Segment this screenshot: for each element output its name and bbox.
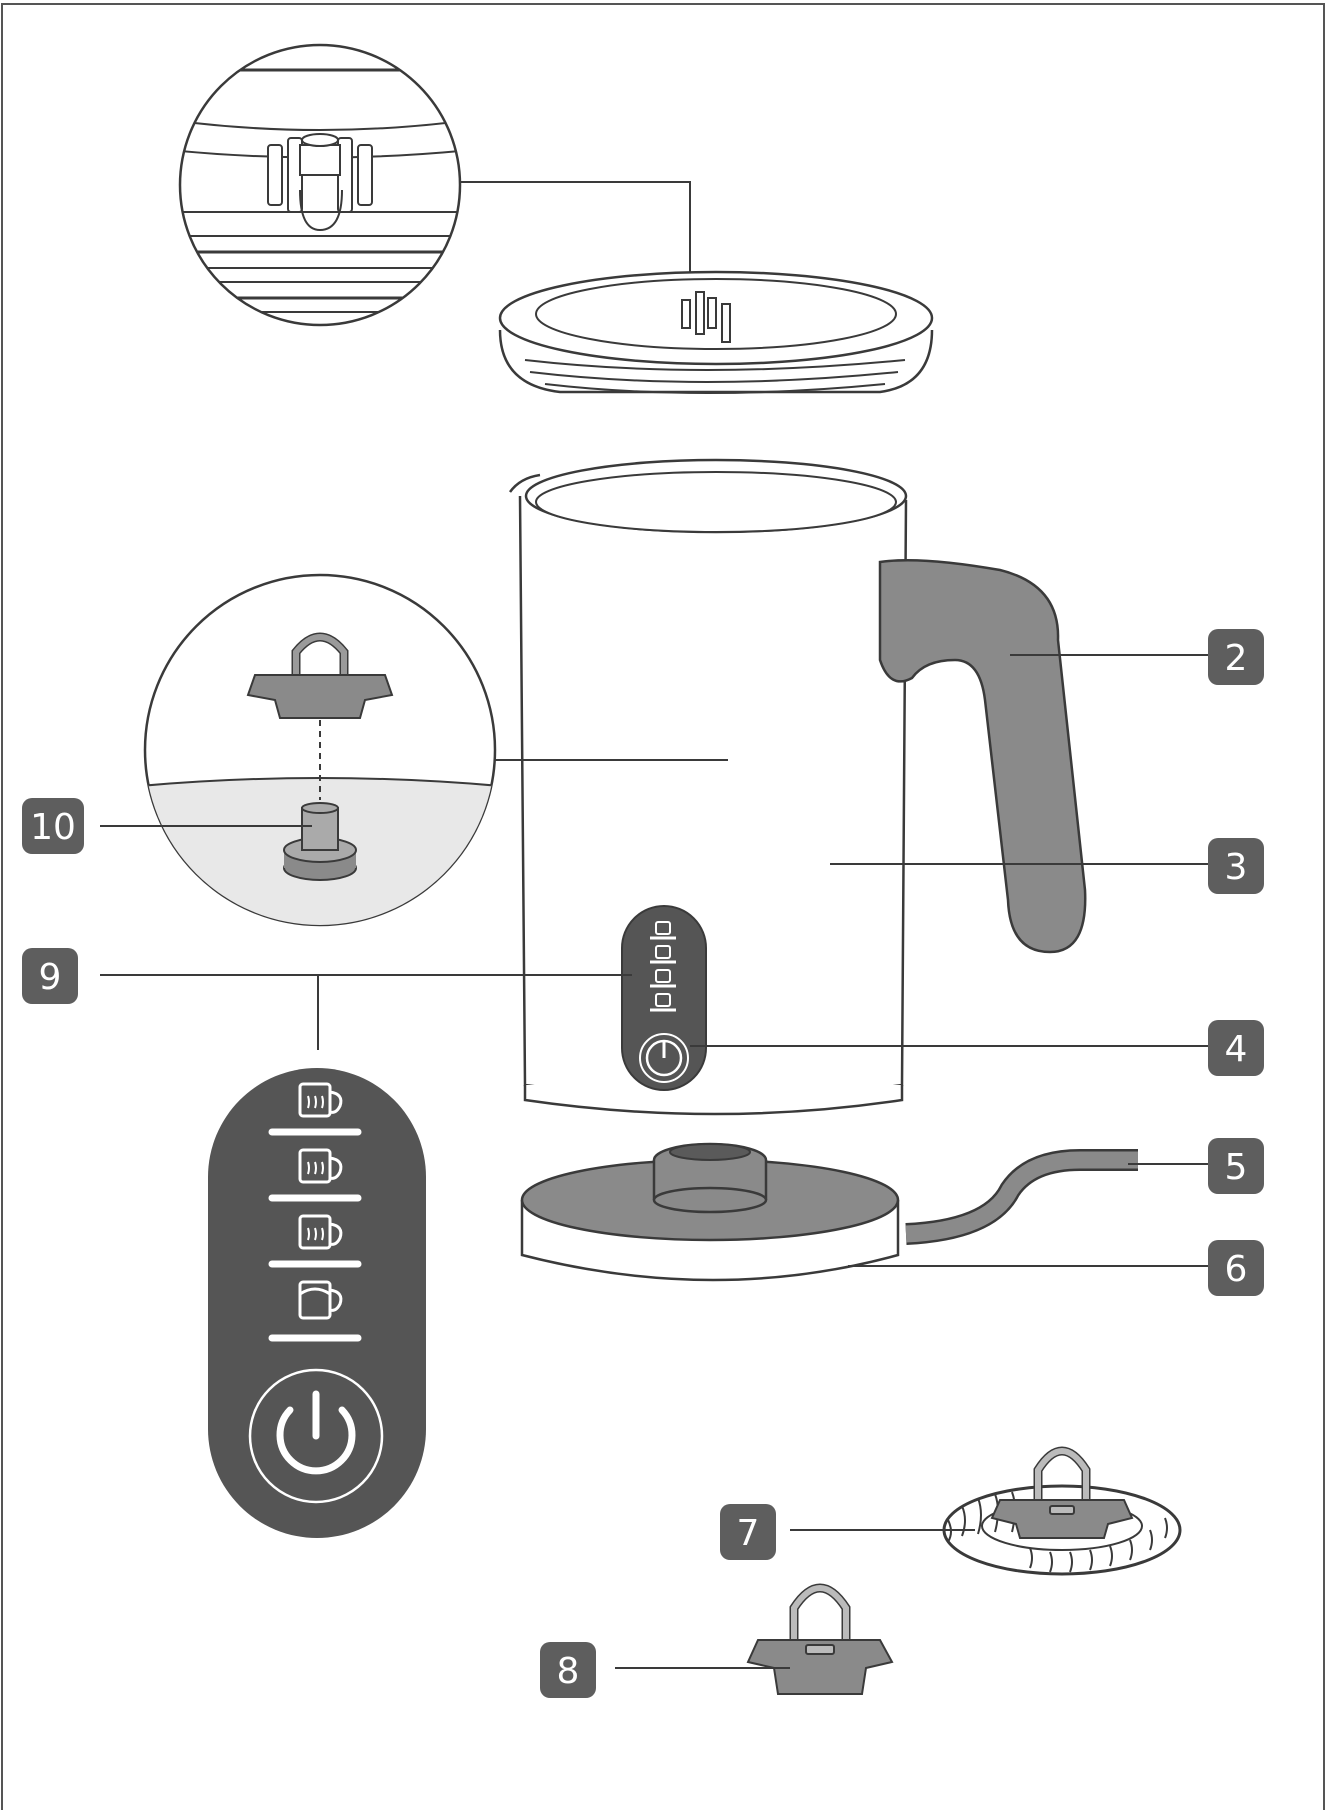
cup-foam-icon (268, 1280, 362, 1342)
jug-control-panel (621, 905, 707, 1091)
diagram-frame (1, 3, 1325, 1810)
callout-3: 3 (1208, 838, 1264, 894)
callout-6: 6 (1208, 1240, 1264, 1296)
cup-steam-icon (268, 1214, 362, 1268)
callout-10: 10 (22, 798, 84, 854)
leader-lines (100, 654, 1208, 1669)
svg-text:6: 6 (1225, 1249, 1248, 1290)
callout-4: 4 (1208, 1020, 1264, 1076)
svg-text:8: 8 (557, 1651, 580, 1692)
svg-text:2: 2 (1225, 638, 1248, 679)
lid-leader-line (460, 181, 691, 278)
callout-8: 8 (540, 1642, 596, 1698)
power-icon[interactable] (248, 1368, 384, 1504)
svg-text:5: 5 (1225, 1147, 1248, 1188)
handle (878, 558, 1087, 954)
heating-whisk (746, 1583, 894, 1695)
svg-text:4: 4 (1225, 1029, 1248, 1070)
callout-2: 2 (1208, 629, 1264, 685)
callout-7: 7 (720, 1504, 776, 1560)
lid-detail-circle (178, 43, 462, 327)
callout-badges: 2 3 4 5 6 7 8 9 (22, 629, 1264, 1698)
svg-text:9: 9 (39, 957, 62, 998)
cup-steam-icon (268, 1148, 362, 1202)
control-panel-detail (208, 1068, 426, 1538)
base (520, 1142, 900, 1282)
jug-body (508, 458, 908, 1116)
svg-text:7: 7 (737, 1513, 760, 1554)
shaft-detail-circle (143, 573, 497, 927)
cup-steam-icon (268, 1082, 362, 1136)
callout-5: 5 (1208, 1138, 1264, 1194)
svg-text:10: 10 (30, 807, 76, 848)
frothing-whisk (942, 1446, 1182, 1576)
lid (498, 270, 934, 394)
callout-9: 9 (22, 948, 78, 1004)
svg-text:3: 3 (1225, 847, 1248, 888)
